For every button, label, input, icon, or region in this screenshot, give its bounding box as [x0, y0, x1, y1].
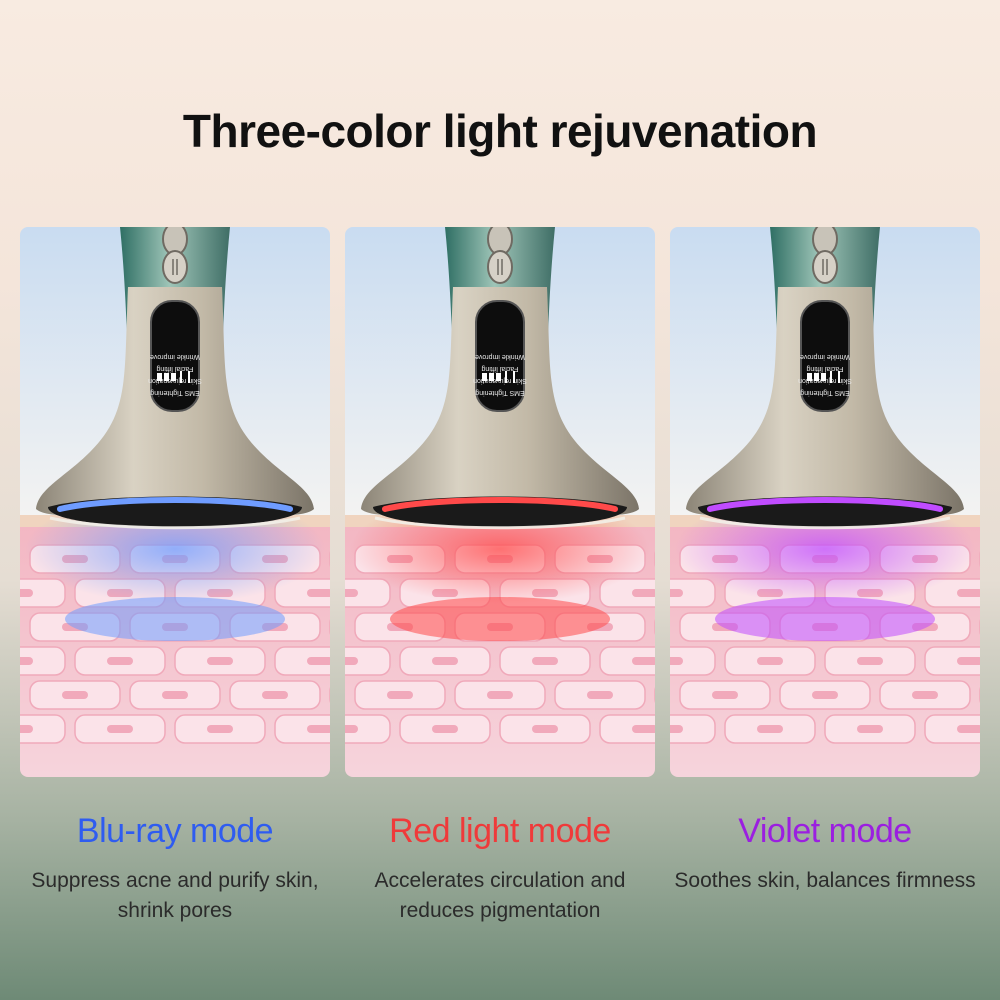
beauty-device: EMS Tightening Skin rejuvenation Facial …	[686, 227, 964, 530]
cell-nucleus	[812, 691, 838, 699]
skin-cell	[345, 578, 391, 608]
page-title: Three-color light rejuvenation	[182, 105, 818, 157]
skin-cell	[924, 646, 980, 676]
skin-cell	[599, 714, 655, 744]
cell-nucleus	[632, 657, 655, 665]
skin-cell	[670, 578, 716, 608]
device-display	[800, 300, 850, 412]
mode-panel-0: EMS Tightening Skin rejuvenation Facial …	[20, 227, 330, 777]
display-text-3: Facial lifting	[806, 365, 843, 372]
cell-nucleus	[345, 589, 358, 597]
cell-nucleus	[262, 691, 288, 699]
beauty-device: EMS Tightening Skin rejuvenation Facial …	[36, 227, 314, 530]
cell-nucleus	[20, 657, 33, 665]
cell-nucleus	[957, 657, 980, 665]
cell-nucleus	[957, 589, 980, 597]
skin-cell	[20, 714, 66, 744]
cell-nucleus	[632, 725, 655, 733]
mode-panel-1: EMS Tightening Skin rejuvenation Facial …	[345, 227, 655, 777]
cell-nucleus	[432, 725, 458, 733]
cell-nucleus	[712, 691, 738, 699]
power-button	[487, 250, 513, 284]
cell-nucleus	[307, 589, 330, 597]
skin-cell	[924, 714, 980, 744]
display-text-1: EMS Tightening	[475, 389, 525, 396]
skin-cell	[670, 646, 716, 676]
display-text-1: EMS Tightening	[800, 389, 850, 396]
mode-title-0: Blu-ray mode	[76, 812, 274, 850]
display-level-bars	[482, 371, 515, 383]
light-glow-deep	[65, 597, 285, 641]
light-glow-deep	[715, 597, 935, 641]
cell-nucleus	[20, 589, 33, 597]
cell-nucleus	[912, 691, 938, 699]
mode-description-2: Soothes skin, balances firmness	[674, 869, 976, 892]
skin-cell	[345, 646, 391, 676]
cell-nucleus	[345, 657, 358, 665]
cell-nucleus	[857, 725, 883, 733]
led-light-strip	[707, 497, 943, 512]
cell-nucleus	[62, 691, 88, 699]
led-light-strip	[57, 497, 293, 512]
cell-nucleus	[670, 589, 683, 597]
device-display	[475, 300, 525, 412]
power-button	[812, 250, 838, 284]
cell-nucleus	[432, 657, 458, 665]
mode-description-0: Suppress acne and purify skin, shrink po…	[31, 869, 319, 922]
cell-nucleus	[207, 657, 233, 665]
cell-nucleus	[632, 589, 655, 597]
cell-nucleus	[857, 657, 883, 665]
display-text-3: Facial lifting	[156, 365, 193, 372]
skin-cell	[274, 578, 330, 608]
cell-nucleus	[387, 691, 413, 699]
skin-cell	[599, 578, 655, 608]
cell-nucleus	[757, 725, 783, 733]
display-text-4: Wrinkle improve	[475, 353, 525, 360]
skin-cell	[274, 646, 330, 676]
cell-nucleus	[307, 657, 330, 665]
cell-nucleus	[957, 725, 980, 733]
display-level-bars	[157, 371, 190, 383]
cell-nucleus	[532, 725, 558, 733]
display-text-1: EMS Tightening	[150, 389, 200, 396]
cell-nucleus	[207, 725, 233, 733]
led-light-strip	[382, 497, 618, 512]
display-text-4: Wrinkle improve	[800, 353, 850, 360]
skin-cell	[20, 646, 66, 676]
display-text-3: Facial lifting	[481, 365, 518, 372]
mode-illustration: EMS Tightening Skin rejuvenation Facial …	[670, 227, 980, 777]
skin-cell	[20, 578, 66, 608]
cell-nucleus	[587, 691, 613, 699]
cell-nucleus	[307, 725, 330, 733]
skin-cell	[599, 646, 655, 676]
cell-nucleus	[107, 725, 133, 733]
mode-description-1: Accelerates circulation and reduces pigm…	[374, 869, 626, 922]
mode-title-1: Red light mode	[389, 812, 611, 850]
display-level-bars	[807, 371, 840, 383]
cell-nucleus	[107, 657, 133, 665]
power-button	[162, 250, 188, 284]
mode-title-2: Violet mode	[738, 812, 912, 850]
mode-panel-2: EMS Tightening Skin rejuvenation Facial …	[670, 227, 980, 777]
light-glow-deep	[390, 597, 610, 641]
cell-nucleus	[162, 691, 188, 699]
cell-nucleus	[532, 657, 558, 665]
skin-cell	[345, 714, 391, 744]
skin-cell	[924, 578, 980, 608]
cell-nucleus	[757, 657, 783, 665]
mode-illustration: EMS Tightening Skin rejuvenation Facial …	[20, 227, 330, 777]
device-display	[150, 300, 200, 412]
cell-nucleus	[670, 725, 683, 733]
skin-cell	[274, 714, 330, 744]
cell-nucleus	[345, 725, 358, 733]
cell-nucleus	[670, 657, 683, 665]
beauty-device: EMS Tightening Skin rejuvenation Facial …	[361, 227, 639, 530]
cell-nucleus	[20, 725, 33, 733]
cell-nucleus	[487, 691, 513, 699]
skin-cell	[670, 714, 716, 744]
mode-illustration: EMS Tightening Skin rejuvenation Facial …	[345, 227, 655, 777]
display-text-4: Wrinkle improve	[150, 353, 200, 360]
